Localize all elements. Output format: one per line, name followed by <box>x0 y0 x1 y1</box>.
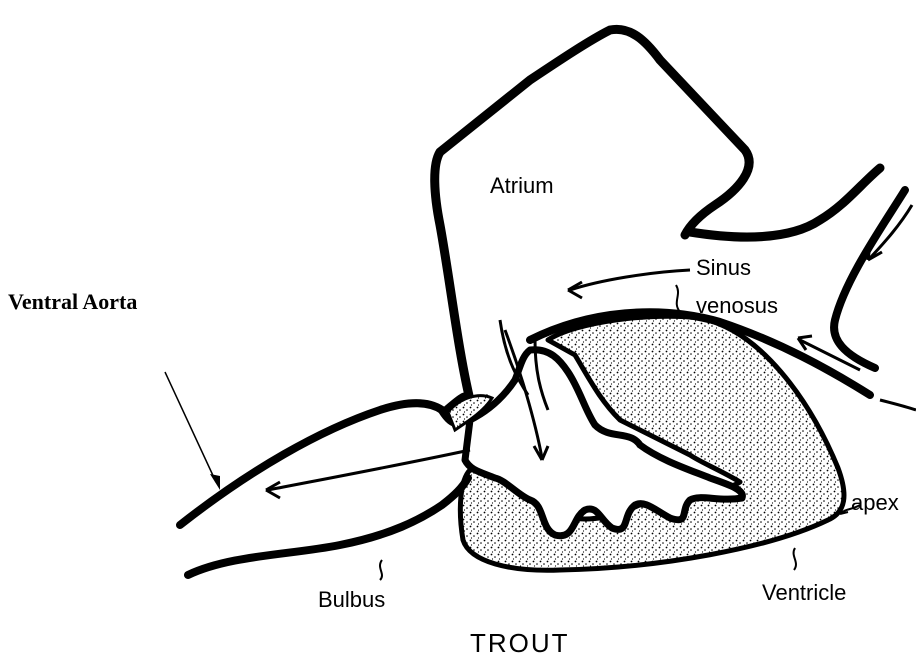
sinus-label: Sinus <box>696 255 751 280</box>
apex-label: apex <box>851 490 899 515</box>
ventricle-leader <box>794 548 796 570</box>
bulbus-label: Bulbus <box>318 587 385 612</box>
right-vessel-wall <box>834 190 905 368</box>
ventricle-label: Ventricle <box>762 580 846 605</box>
diagram-title: TROUT <box>470 628 570 658</box>
bulbus-leader <box>380 560 382 580</box>
ventral-aorta-label: Ventral Aorta <box>8 289 137 314</box>
atrium-label: Atrium <box>490 173 554 198</box>
ventral-aorta-pointer <box>165 372 220 490</box>
sinus-leader <box>676 285 680 312</box>
right-vessel-inner-line <box>880 400 916 410</box>
flow-arrow-bulbus <box>266 450 470 498</box>
flow-arrow-atrium <box>568 270 690 298</box>
venosus-label: venosus <box>696 293 778 318</box>
